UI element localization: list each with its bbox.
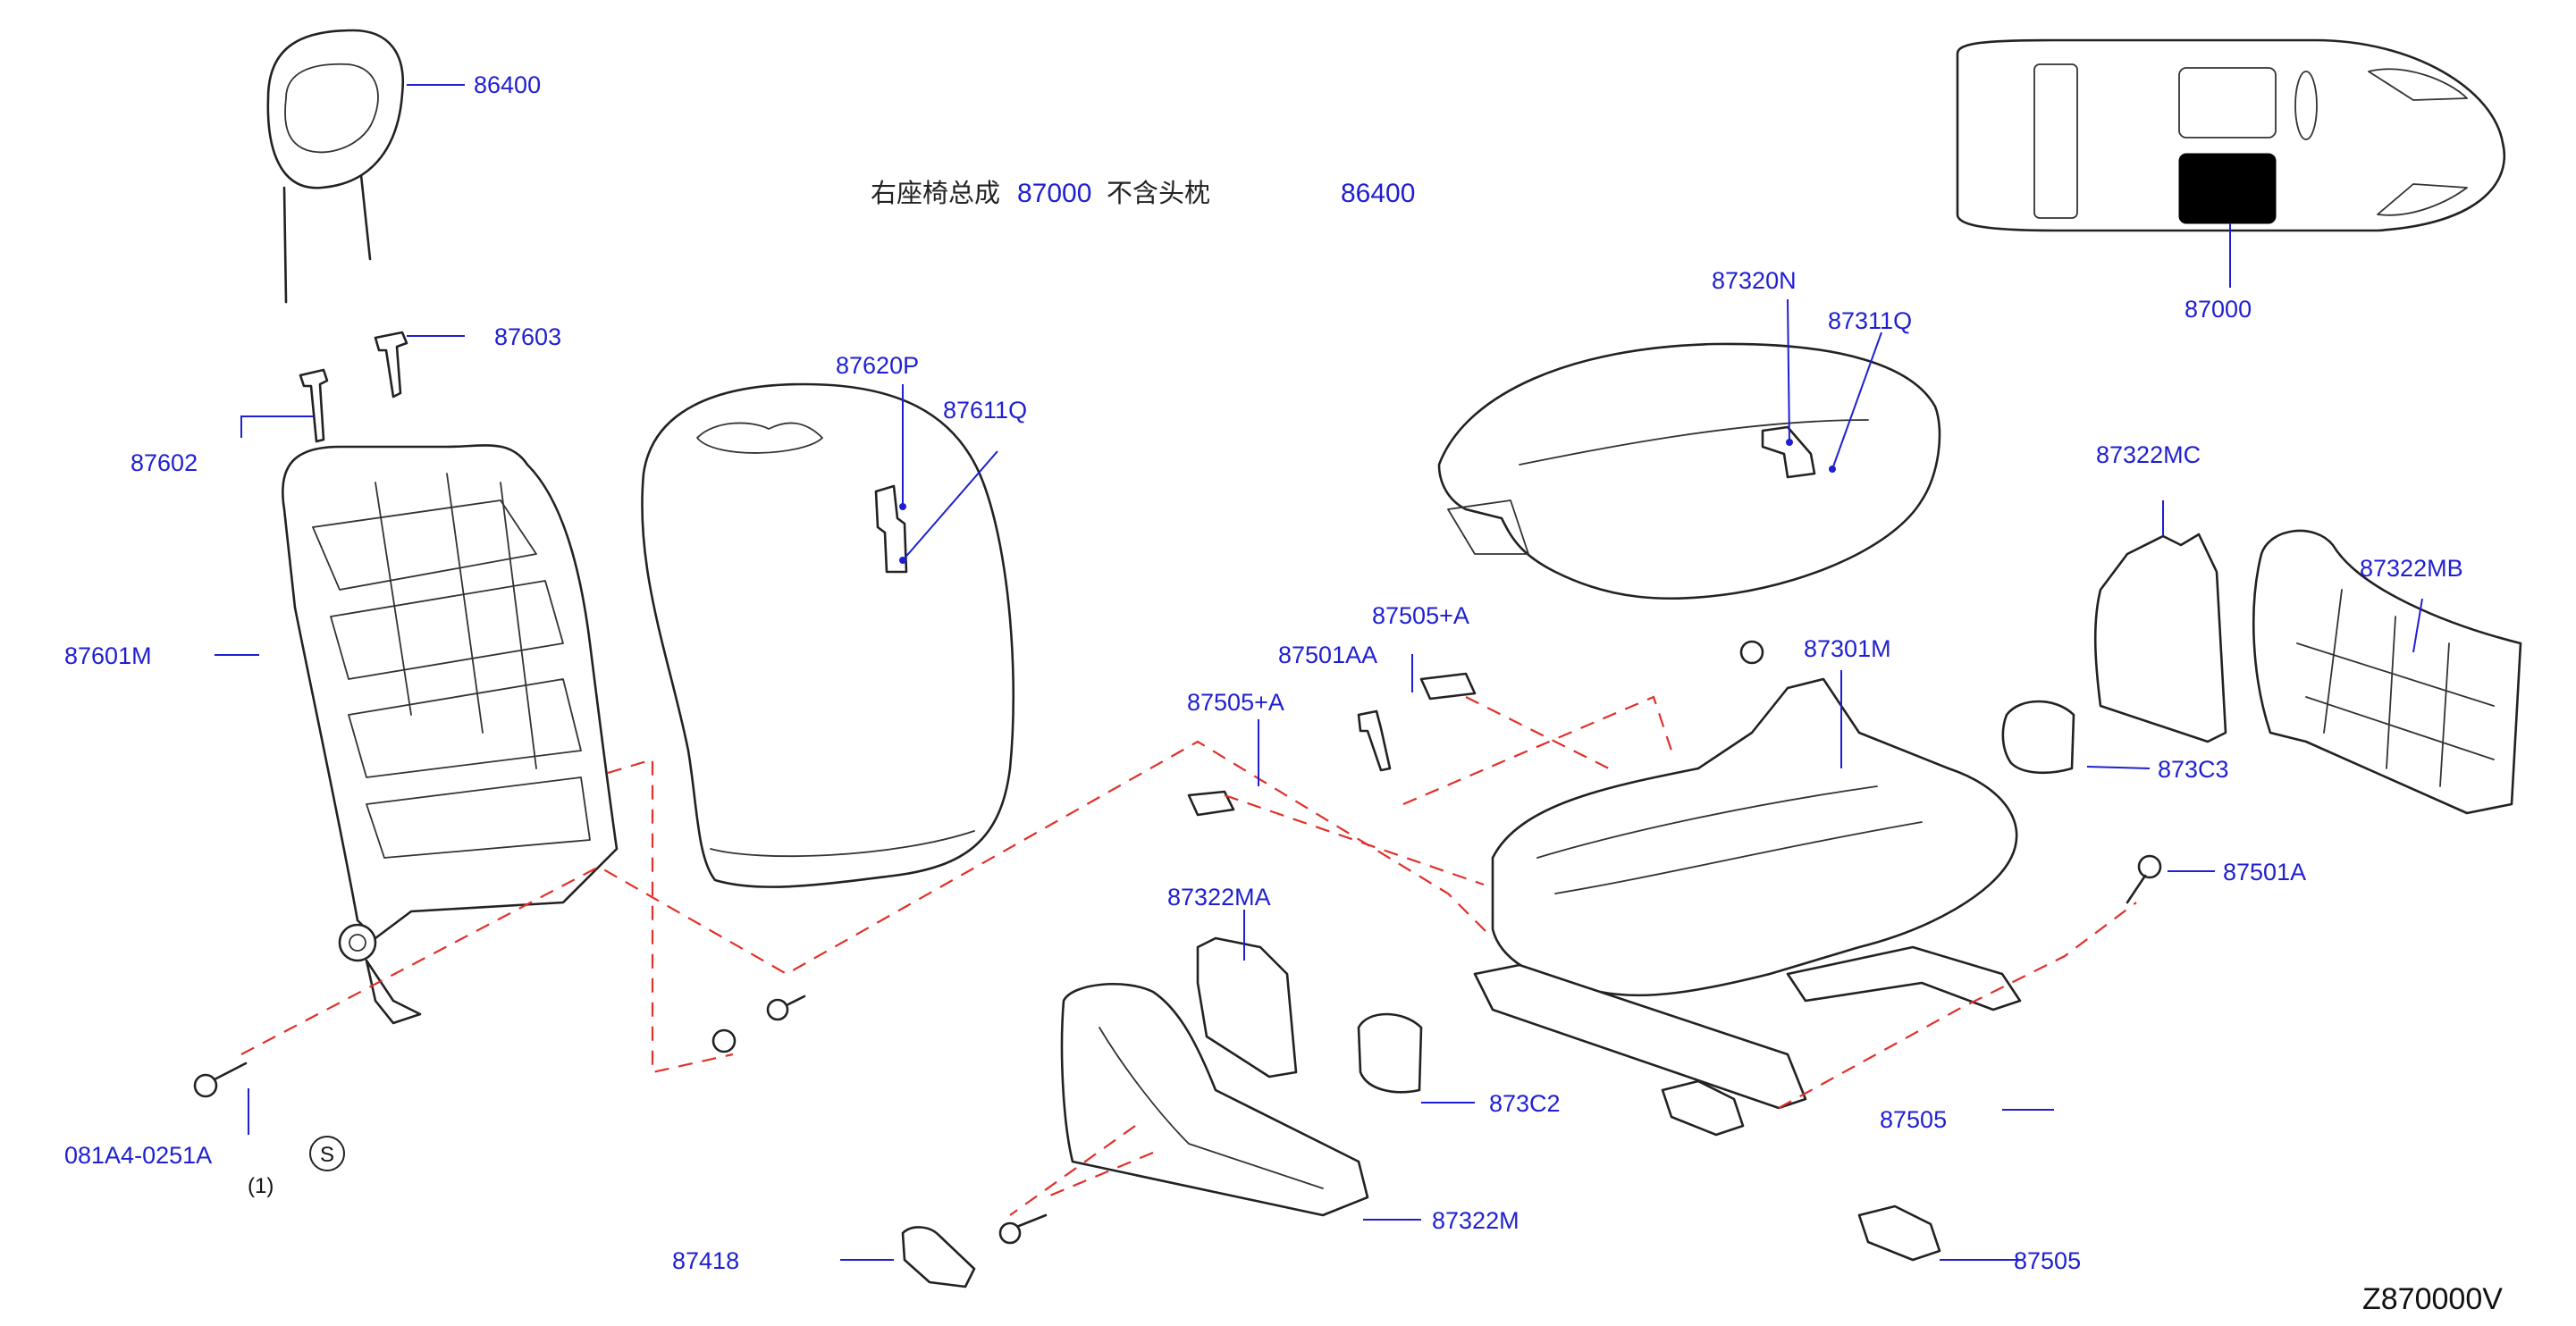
label-87601m[interactable]: 87601M — [64, 642, 152, 669]
label-87620p[interactable]: 87620P — [836, 352, 919, 379]
standard-part-symbol: S — [309, 1136, 345, 1171]
diagram-title: 右座椅总成 87000 不含头枕 86400 — [871, 178, 1415, 208]
label-081a4-0251a[interactable]: 081A4-0251A — [64, 1142, 212, 1169]
label-87418[interactable]: 87418 — [672, 1247, 739, 1274]
diagram-code: Z870000V — [2362, 1282, 2503, 1316]
label-86400[interactable]: 86400 — [474, 71, 541, 98]
seat-cushion-illustration — [1437, 342, 1941, 600]
title-suffix: 不含头枕 — [1107, 178, 1210, 208]
label-87311q[interactable]: 87311Q — [1828, 307, 1912, 334]
label-87505-a-left[interactable]: 87505+A — [1187, 689, 1284, 716]
label-87501a[interactable]: 87501A — [2223, 859, 2306, 885]
label-87505-a-top[interactable]: 87505+A — [1372, 602, 1469, 629]
label-87505-bottom[interactable]: 87505 — [2014, 1247, 2081, 1274]
label-87322m[interactable]: 87322M — [1432, 1207, 1520, 1234]
label-87000[interactable]: 87000 — [2185, 296, 2252, 323]
label-87501aa[interactable]: 87501AA — [1278, 642, 1377, 668]
title-part-number[interactable]: 87000 — [1017, 179, 1091, 208]
quantity-note: (1) — [248, 1174, 274, 1198]
assembly-dashed-lines — [240, 695, 2137, 1216]
label-87322mc[interactable]: 87322MC — [2096, 441, 2201, 468]
symbol-s-letter: S — [320, 1143, 334, 1167]
label-87602[interactable]: 87602 — [130, 449, 198, 476]
label-87322ma[interactable]: 87322MA — [1167, 884, 1271, 911]
label-87301m[interactable]: 87301M — [1804, 635, 1891, 662]
label-873c2[interactable]: 873C2 — [1489, 1090, 1561, 1117]
label-873c3[interactable]: 873C3 — [2158, 756, 2229, 783]
side-cover-rear-illustration — [2093, 529, 2522, 815]
label-87320n[interactable]: 87320N — [1712, 267, 1797, 294]
seat-frame-illustration — [1473, 640, 2022, 1110]
seatback-cover-illustration — [641, 382, 1015, 888]
seatback-frame-illustration — [282, 444, 619, 1025]
fasteners-illustration — [193, 709, 2162, 1245]
label-87611q[interactable]: 87611Q — [943, 397, 1027, 424]
title-prefix: 右座椅总成 — [871, 178, 1000, 208]
headrest-guide-illustration — [299, 331, 408, 443]
selected-seat-position — [2178, 153, 2277, 224]
headrest-illustration — [266, 29, 405, 304]
cover-873c3-illustration — [2001, 700, 2075, 775]
label-87322mb[interactable]: 87322MB — [2360, 555, 2463, 582]
label-87603[interactable]: 87603 — [494, 323, 561, 350]
lower-parts-illustration — [901, 672, 1941, 1288]
car-top-view-illustration — [1956, 38, 2506, 232]
title-excluded-part[interactable]: 86400 — [1341, 179, 1415, 208]
leader-lines — [215, 84, 2423, 1261]
part-labels: 86400 87603 87602 87601M 87620P 87611Q 8… — [64, 71, 2463, 1274]
label-87505-right[interactable]: 87505 — [1880, 1106, 1947, 1133]
